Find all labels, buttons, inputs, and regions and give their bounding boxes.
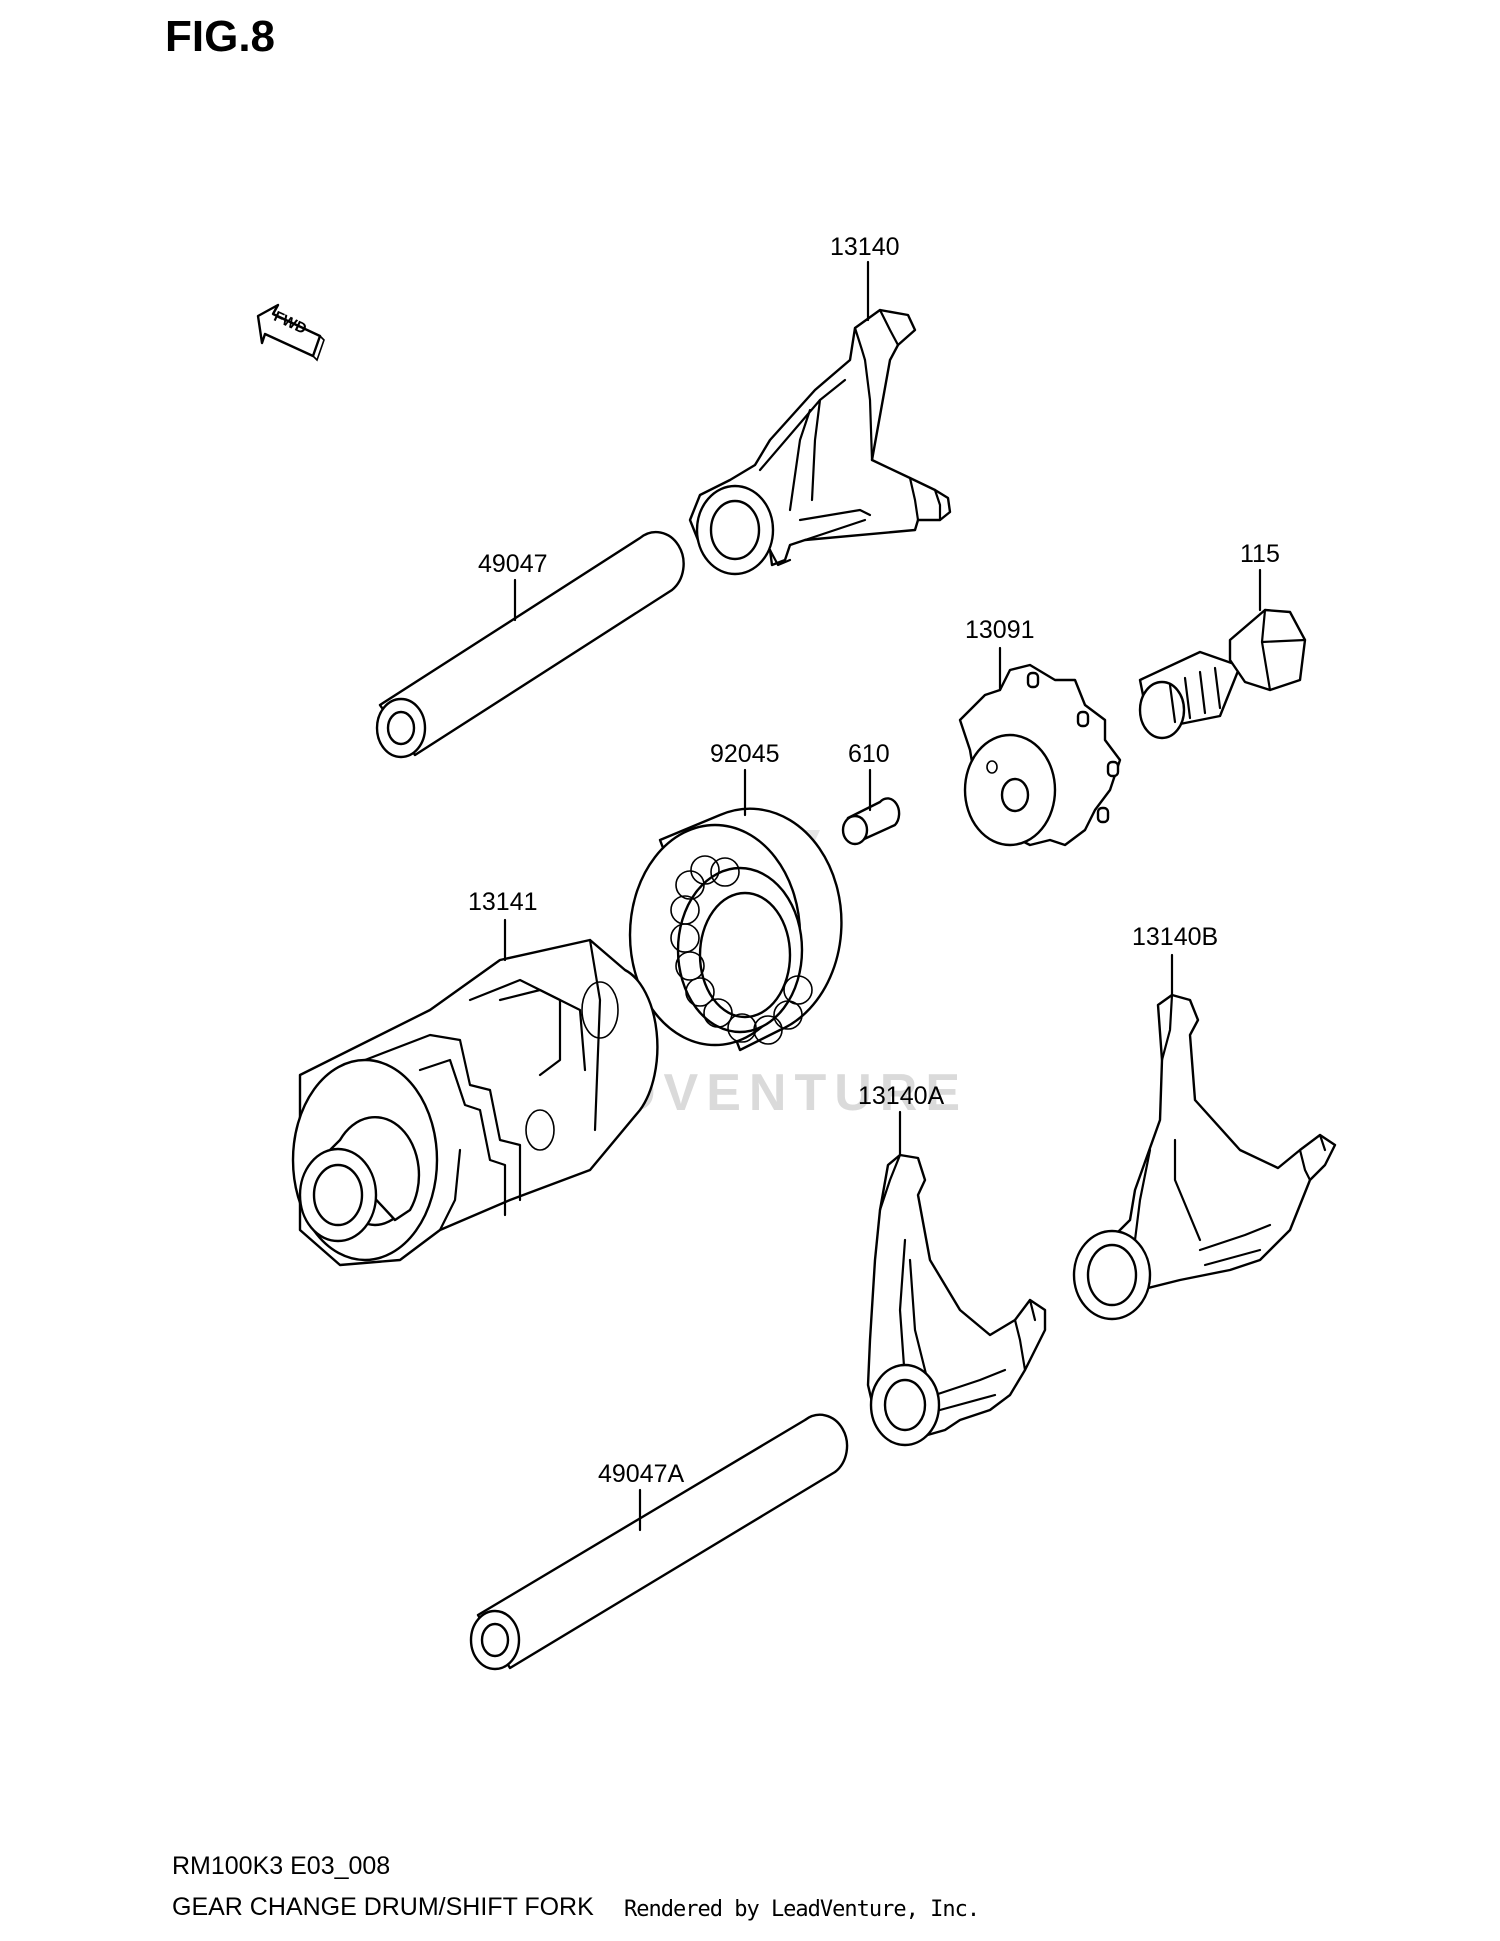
pin-610: 610 [841, 740, 901, 846]
shaft-49047: 49047 [375, 530, 685, 759]
shift-cam-13091: 13091 [958, 616, 1122, 847]
shift-fork-13140a: 13140A [858, 1082, 1047, 1447]
callout-49047: 49047 [478, 550, 548, 578]
shift-fork-13140b: 13140B [1072, 923, 1337, 1321]
shift-fork-13140: 13140 [688, 233, 952, 576]
callout-13091: 13091 [965, 616, 1035, 644]
figure-title: FIG.8 [165, 12, 276, 61]
callout-115: 115 [1240, 540, 1280, 568]
callout-13140b: 13140B [1132, 923, 1218, 951]
callout-610: 610 [848, 740, 890, 768]
footer-rendered-by: Rendered by LeadVenture, Inc. [624, 1897, 980, 1922]
callout-13140a: 13140A [858, 1082, 945, 1110]
bearing-balls [670, 855, 813, 1045]
callout-49047a: 49047A [598, 1460, 685, 1488]
bearing-92045: 92045 [628, 740, 843, 1052]
bolt-115: 115 [1138, 540, 1307, 740]
callout-92045: 92045 [710, 740, 780, 768]
fwd-arrow-icon: FWD [256, 303, 325, 362]
callout-13140: 13140 [830, 233, 900, 261]
shift-drum-13141: 13141 [291, 888, 659, 1267]
footer-model-code: RM100K3 E03_008 [172, 1852, 391, 1880]
footer-section-name: GEAR CHANGE DRUM/SHIFT FORK [172, 1893, 594, 1921]
shaft-49047a: 49047A [469, 1413, 849, 1671]
callout-13141: 13141 [468, 888, 538, 916]
